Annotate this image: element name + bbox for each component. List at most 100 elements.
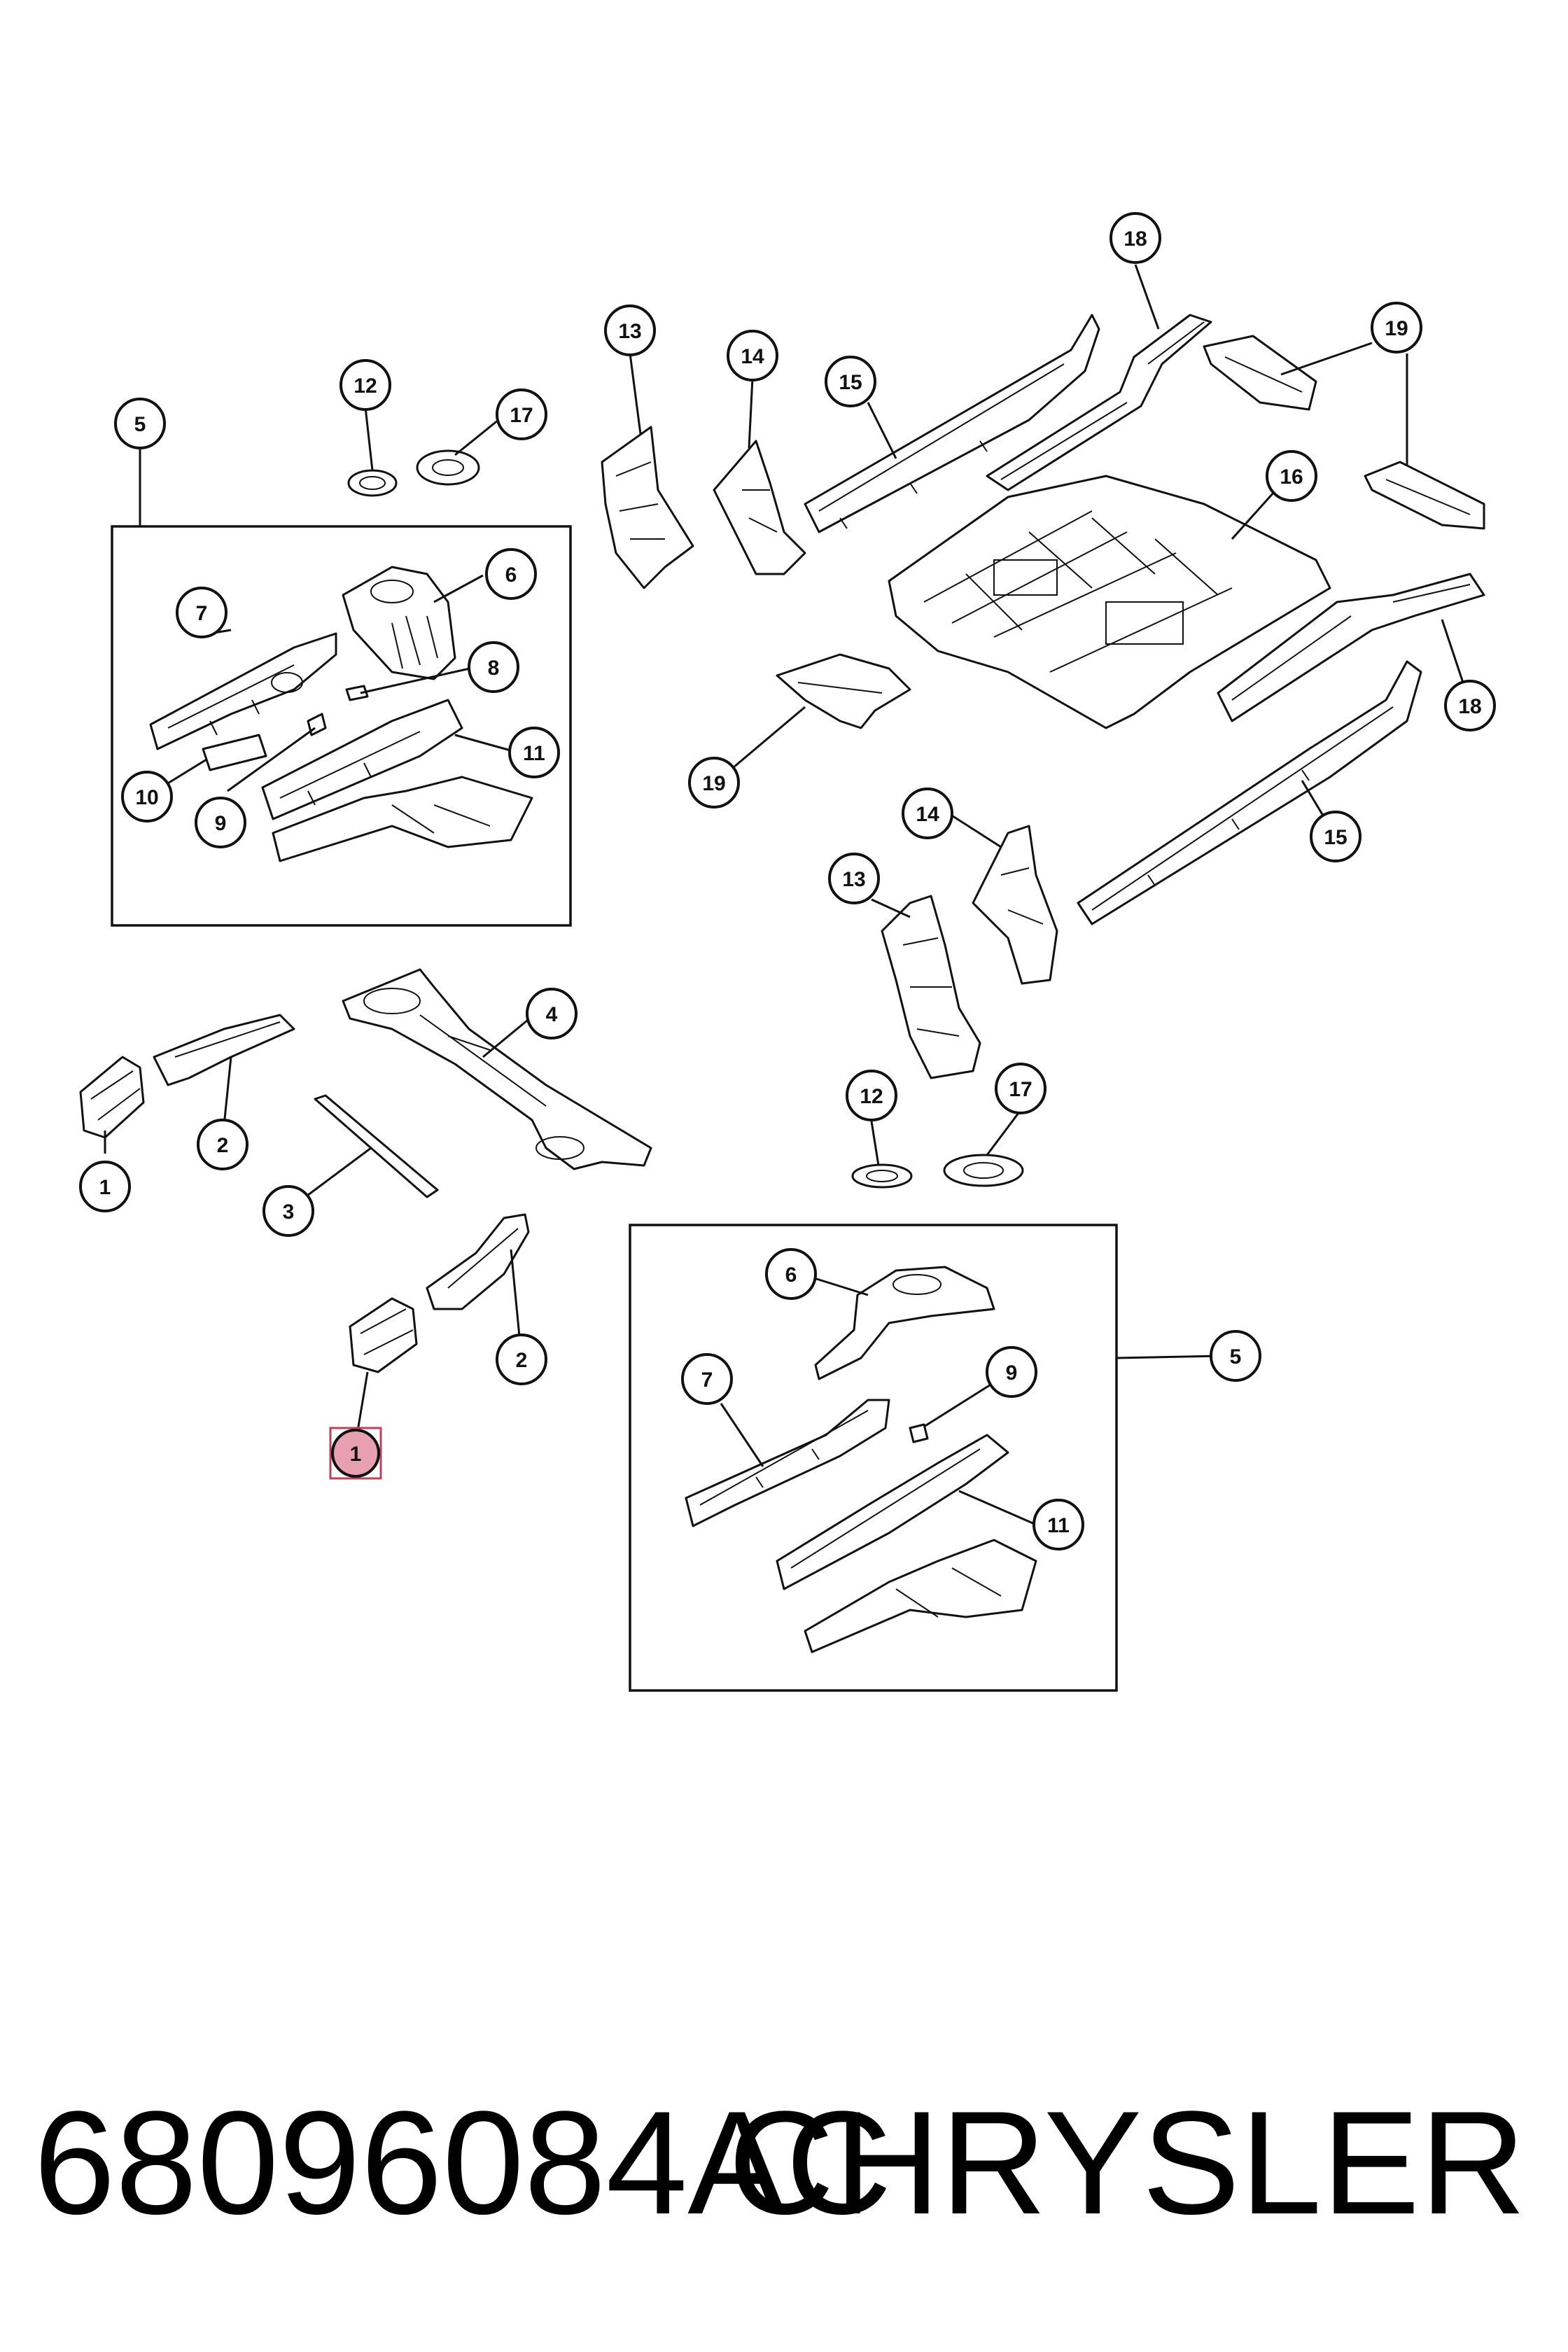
callout-11-upper: 11 <box>508 727 560 778</box>
svg-text:15: 15 <box>1324 826 1347 849</box>
part-4 <box>342 968 652 1170</box>
svg-text:5: 5 <box>1230 1345 1242 1368</box>
svg-text:12: 12 <box>354 374 377 398</box>
callout-3: 3 <box>262 1185 314 1237</box>
svg-text:9: 9 <box>1006 1362 1018 1385</box>
part-18-lower <box>1217 573 1485 722</box>
svg-text:1: 1 <box>99 1176 111 1199</box>
svg-text:17: 17 <box>1009 1078 1032 1101</box>
callout-2-lower: 2 <box>496 1334 547 1385</box>
svg-text:7: 7 <box>701 1368 713 1392</box>
callout-6-upper: 6 <box>485 548 537 600</box>
callout-1-highlighted[interactable]: 1 <box>329 1427 382 1480</box>
callout-12-lower: 12 <box>846 1070 897 1121</box>
part-6-upper <box>342 566 456 680</box>
svg-text:7: 7 <box>196 602 208 625</box>
callout-15-lower: 15 <box>1310 811 1362 862</box>
callout-13-upper: 13 <box>604 304 656 356</box>
callout-9-upper: 9 <box>195 797 246 848</box>
callout-7-lower: 7 <box>681 1353 733 1405</box>
callout-18-upper: 18 <box>1110 212 1161 264</box>
callout-11-lower: 11 <box>1032 1499 1084 1550</box>
svg-text:11: 11 <box>523 742 545 765</box>
part-3 <box>314 1094 439 1198</box>
svg-text:19: 19 <box>1385 317 1408 340</box>
part-15-upper <box>804 314 1100 533</box>
part-10 <box>202 734 267 771</box>
part-number: 68096084AC <box>34 2080 892 2245</box>
svg-text:13: 13 <box>842 868 865 891</box>
callout-13-lower: 13 <box>828 853 880 904</box>
svg-text:2: 2 <box>217 1134 229 1157</box>
callout-2-left: 2 <box>197 1119 248 1170</box>
callout-5-lower: 5 <box>1210 1330 1261 1382</box>
part-17-lower <box>943 1154 1024 1187</box>
part-19-left <box>776 653 911 729</box>
callout-16: 16 <box>1266 450 1317 502</box>
footer: 68096084AC CHRYSLER <box>0 2072 1568 2254</box>
svg-text:17: 17 <box>510 404 533 427</box>
callout-12-upper: 12 <box>340 359 391 411</box>
part-2-left <box>153 1014 295 1086</box>
highlight-circle <box>331 1429 380 1478</box>
part-14-lower <box>972 825 1058 985</box>
brand-name: CHRYSLER <box>728 2080 1526 2245</box>
part-6-lower <box>814 1266 995 1380</box>
svg-text:3: 3 <box>283 1200 295 1224</box>
callout-10: 10 <box>121 771 173 822</box>
svg-text:10: 10 <box>135 786 158 809</box>
detail-box-upper-left <box>111 525 572 927</box>
svg-text:1: 1 <box>350 1443 362 1466</box>
part-11-lower <box>776 1434 1037 1653</box>
callout-9-lower: 9 <box>986 1346 1037 1398</box>
part-9-lower <box>909 1423 929 1443</box>
callout-17-lower: 17 <box>995 1063 1046 1114</box>
svg-text:14: 14 <box>741 345 764 368</box>
svg-text:12: 12 <box>860 1085 883 1108</box>
callout-7-upper: 7 <box>176 587 227 638</box>
svg-text:18: 18 <box>1458 695 1481 718</box>
callout-6-lower: 6 <box>765 1248 817 1300</box>
callout-19-left: 19 <box>688 757 740 808</box>
part-13-lower <box>881 895 981 1079</box>
highlight-box <box>329 1427 382 1480</box>
callout-4: 4 <box>526 988 578 1040</box>
callout-19-upper: 19 <box>1371 302 1422 354</box>
callout-17-upper: 17 <box>496 388 547 440</box>
part-12-upper <box>347 469 398 497</box>
part-12-lower <box>851 1163 913 1189</box>
svg-text:16: 16 <box>1280 465 1303 489</box>
svg-text:18: 18 <box>1124 227 1147 251</box>
svg-text:6: 6 <box>785 1264 797 1287</box>
part-7-lower <box>685 1399 890 1527</box>
callout-label: 5 <box>134 413 146 436</box>
part-15-lower <box>1077 660 1422 925</box>
part-11-upper <box>261 699 533 862</box>
svg-text:8: 8 <box>488 657 500 680</box>
part-13-upper <box>601 426 694 589</box>
callout-15-upper: 15 <box>825 356 876 407</box>
svg-text:11: 11 <box>1047 1514 1070 1537</box>
svg-text:2: 2 <box>516 1349 528 1372</box>
callout-18-lower: 18 <box>1444 680 1496 732</box>
svg-text:4: 4 <box>546 1003 558 1026</box>
part-18-upper <box>986 314 1212 491</box>
svg-text:13: 13 <box>618 320 641 343</box>
part-7-upper <box>149 632 337 750</box>
svg-text:9: 9 <box>215 812 227 835</box>
callout-5-upper: 5 <box>114 398 166 449</box>
part-14-upper <box>713 440 806 575</box>
part-1-highlighted <box>349 1297 418 1373</box>
callout-14-upper: 14 <box>727 330 778 382</box>
part-17-upper <box>416 449 480 486</box>
part-16-floor-pan <box>888 475 1331 729</box>
part-8-clip <box>345 685 369 701</box>
svg-text:6: 6 <box>505 564 517 587</box>
callout-14-lower: 14 <box>902 788 953 839</box>
svg-text:14: 14 <box>916 803 939 826</box>
part-19-upper-b <box>1364 461 1485 530</box>
part-2-lower <box>426 1213 530 1310</box>
svg-text:15: 15 <box>839 371 862 394</box>
part-1-left <box>79 1056 145 1139</box>
